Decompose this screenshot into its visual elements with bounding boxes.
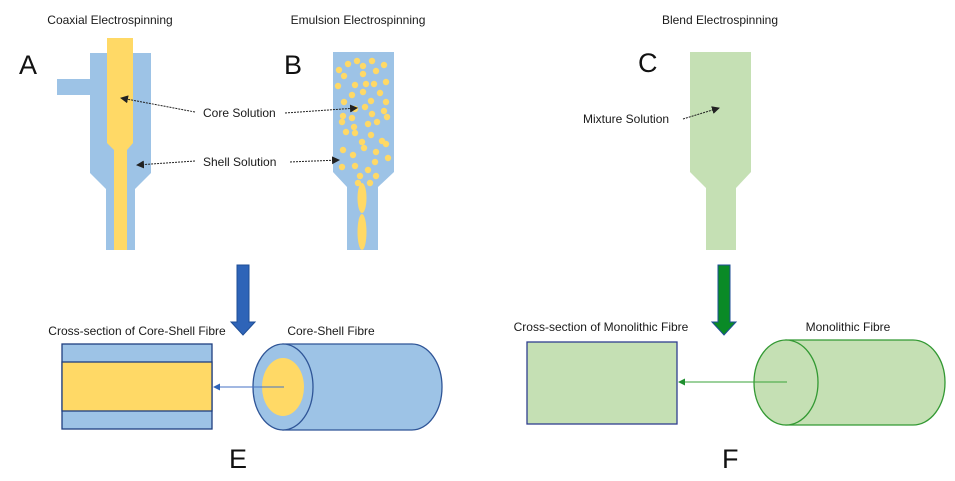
coaxial-core-needle: [107, 38, 133, 250]
droplet: [382, 78, 390, 86]
cross-section-core: [61, 361, 213, 412]
droplet: [362, 80, 370, 88]
droplet: [364, 166, 372, 174]
panel-b-letter: B: [284, 50, 302, 80]
shell-solution-pointer-b: [289, 156, 340, 165]
droplet: [372, 67, 380, 75]
coaxial-side-inlet: [57, 79, 91, 95]
droplet: [373, 118, 381, 126]
droplet: [368, 57, 376, 65]
droplet: [339, 146, 347, 154]
down-arrow-blue-icon: [229, 264, 257, 336]
droplet: [358, 138, 366, 146]
elongated-droplet: [357, 214, 367, 250]
droplet: [342, 128, 350, 136]
droplet: [334, 82, 342, 90]
panel-b-title: Emulsion Electrospinning: [291, 13, 426, 27]
droplet: [367, 97, 375, 105]
droplet: [356, 172, 364, 180]
shell-solution-label: Shell Solution: [203, 155, 276, 169]
droplet: [359, 88, 367, 96]
droplet: [361, 103, 369, 111]
panel-c-blend: Blend Electrospinning C Mixture Solution: [583, 13, 778, 250]
core-shell-fibre-title: Core-Shell Fibre: [287, 324, 375, 338]
droplet: [371, 158, 379, 166]
droplet: [359, 70, 367, 78]
droplet: [364, 120, 372, 128]
droplet: [349, 151, 357, 159]
droplet: [367, 131, 375, 139]
core-solution-pointer: [120, 95, 196, 113]
panel-e-letter: E: [229, 444, 247, 474]
droplet: [382, 98, 390, 106]
droplet: [350, 123, 358, 131]
droplet: [344, 60, 352, 68]
blend-nozzle: [690, 52, 751, 250]
droplet: [366, 179, 374, 187]
panel-e-core-shell: Cross-section of Core-Shell Fibre Core-S…: [48, 324, 443, 474]
droplet: [354, 179, 362, 187]
droplet: [340, 72, 348, 80]
panel-a-coaxial: Coaxial Electrospinning A Core Solution …: [19, 13, 276, 250]
droplet: [380, 61, 388, 69]
droplet: [351, 81, 359, 89]
droplet: [348, 114, 356, 122]
down-arrow-green-icon: [710, 264, 738, 336]
droplet: [384, 154, 392, 162]
mixture-solution-label: Mixture Solution: [583, 112, 669, 126]
monolithic-cross-section-title: Cross-section of Monolithic Fibre: [514, 320, 689, 334]
droplet: [348, 91, 356, 99]
droplet: [383, 113, 391, 121]
panel-a-letter: A: [19, 50, 37, 80]
monolithic-fibre-title: Monolithic Fibre: [806, 320, 891, 334]
panel-f-letter: F: [722, 444, 739, 474]
droplet: [340, 98, 348, 106]
droplet: [351, 105, 359, 113]
shell-solution-pointer: [136, 160, 196, 169]
droplet: [380, 107, 388, 115]
droplet: [372, 148, 380, 156]
panel-a-title: Coaxial Electrospinning: [47, 13, 172, 27]
droplet: [335, 66, 343, 74]
droplet: [338, 118, 346, 126]
monolithic-cross-section: [526, 341, 678, 425]
droplet: [382, 140, 390, 148]
elongated-droplet: [357, 183, 367, 213]
panel-c-letter: C: [638, 48, 658, 78]
droplet: [370, 80, 378, 88]
mixture-solution-pointer: [682, 106, 720, 120]
panel-f-monolithic: Cross-section of Monolithic Fibre Monoli…: [514, 320, 946, 474]
panel-c-title: Blend Electrospinning: [662, 13, 778, 27]
droplet: [353, 57, 361, 65]
core-solution-label: Core Solution: [203, 106, 276, 120]
droplet: [376, 89, 384, 97]
droplet: [339, 112, 347, 120]
core-solution-pointer-b: [284, 104, 358, 114]
droplet: [372, 172, 380, 180]
droplet: [351, 162, 359, 170]
droplet: [338, 163, 346, 171]
droplet: [359, 62, 367, 70]
panel-b-emulsion: Emulsion Electrospinning B: [284, 13, 425, 250]
core-shell-fibre-body: [282, 343, 443, 431]
droplet: [351, 129, 359, 137]
monolithic-fibre-body: [785, 339, 946, 426]
core-shell-cross-section-title: Cross-section of Core-Shell Fibre: [48, 324, 226, 338]
droplet: [368, 110, 376, 118]
droplet: [360, 144, 368, 152]
